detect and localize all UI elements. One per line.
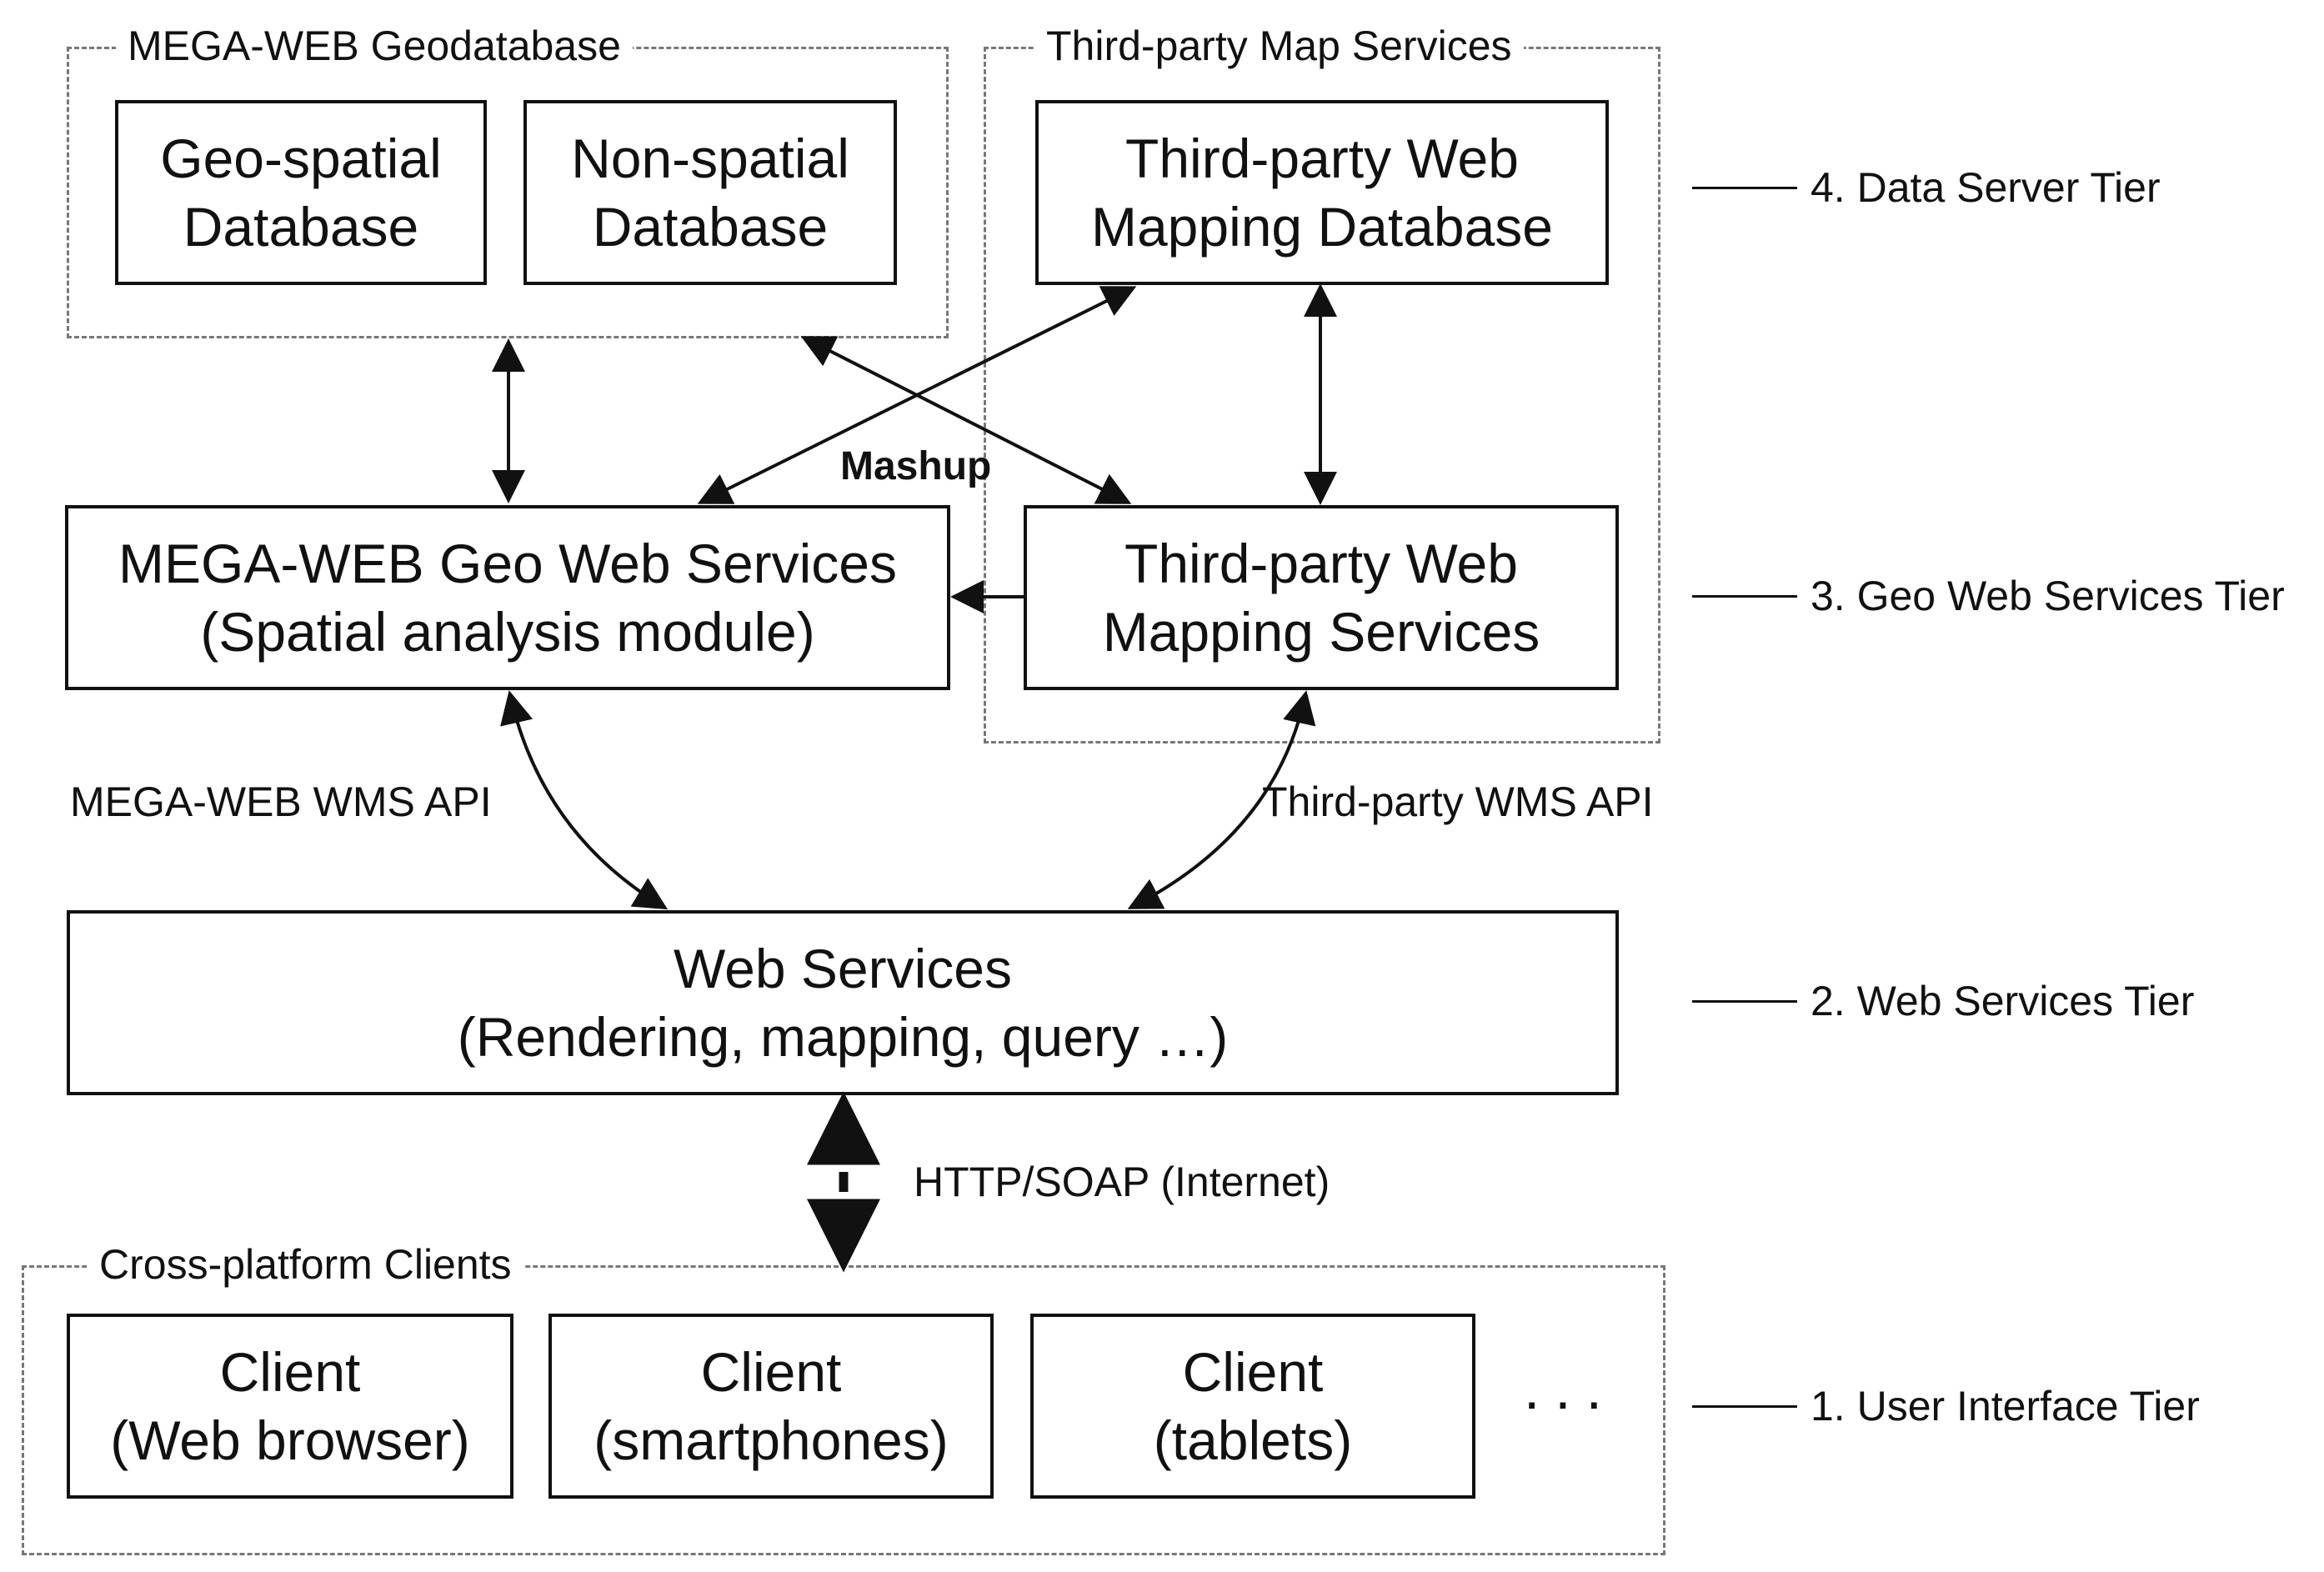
- third-party-group-label: Third-party Map Services: [1034, 21, 1524, 71]
- geospatial-database-line2: Database: [183, 196, 419, 258]
- megaweb-geo-web-services-box: MEGA-WEB Geo Web Services (Spatial analy…: [65, 505, 950, 690]
- client-browser-line1: Client: [219, 1341, 361, 1403]
- tp-mapping-services-line2: Mapping Services: [1102, 601, 1540, 663]
- client-tablets-box: Client (tablets): [1030, 1314, 1475, 1499]
- web-services-box: Web Services (Rendering, mapping, query …: [67, 910, 1619, 1095]
- nonspatial-database-line1: Non-spatial: [571, 128, 849, 189]
- megaweb-geo-ws-line1: MEGA-WEB Geo Web Services: [118, 533, 898, 594]
- clients-group-label: Cross-platform Clients: [88, 1239, 523, 1289]
- third-party-wms-api-arrow: [1127, 690, 1316, 909]
- geospatial-database-line1: Geo-spatial: [160, 128, 442, 189]
- tier-2-text: 2. Web Services Tier: [1811, 978, 2195, 1024]
- client-smartphones-box: Client (smartphones): [548, 1314, 994, 1499]
- client-web-browser-box: Client (Web browser): [67, 1314, 513, 1499]
- tier-2-label: 2. Web Services Tier: [1692, 977, 2194, 1025]
- client-tablets-line2: (tablets): [1153, 1409, 1353, 1471]
- client-browser-line2: (Web browser): [110, 1409, 470, 1471]
- tier-1-label: 1. User Interface Tier: [1692, 1382, 2200, 1430]
- megaweb-wms-api-arrow: [500, 690, 669, 910]
- tp-mapping-services-line1: Third-party Web: [1124, 533, 1518, 594]
- nonspatial-database-line2: Database: [592, 196, 829, 258]
- tier-4-label: 4. Data Server Tier: [1692, 163, 2161, 212]
- megaweb-geo-ws-line2: (Spatial analysis module): [200, 601, 815, 663]
- third-party-wms-api-label: Third-party WMS API: [1262, 778, 1654, 825]
- tier-3-tick: [1692, 594, 1797, 598]
- tp-mapping-database-line1: Third-party Web: [1125, 128, 1519, 189]
- geodb-tpservices-mashup-arrow: [800, 336, 1132, 504]
- tier-4-tick: [1692, 186, 1797, 189]
- web-services-line2: (Rendering, mapping, query …): [457, 1006, 1229, 1068]
- third-party-services-group: Third-party Map Services: [984, 21, 1660, 743]
- tier-2-tick: [1692, 999, 1797, 1003]
- tier-3-text: 3. Geo Web Services Tier: [1811, 573, 2285, 619]
- geodatabase-group: MEGA-WEB Geodatabase: [67, 21, 949, 338]
- tier-3-label: 3. Geo Web Services Tier: [1692, 572, 2285, 620]
- client-tablets-line1: Client: [1182, 1341, 1324, 1403]
- client-smartphones-line2: (smartphones): [594, 1409, 949, 1471]
- tier-1-text: 1. User Interface Tier: [1811, 1383, 2200, 1429]
- geospatial-database-box: Geo-spatial Database: [115, 100, 487, 285]
- third-party-mapping-services-box: Third-party Web Mapping Services: [1024, 505, 1619, 690]
- megaweb-wms-api-label: MEGA-WEB WMS API: [70, 778, 492, 825]
- client-smartphones-line1: Client: [700, 1341, 842, 1403]
- third-party-mapping-database-box: Third-party Web Mapping Database: [1035, 100, 1609, 285]
- nonspatial-database-box: Non-spatial Database: [523, 100, 897, 285]
- tier-4-text: 4. Data Server Tier: [1811, 164, 2161, 211]
- tier-1-tick: [1692, 1404, 1797, 1408]
- http-soap-label: HTTP/SOAP (Internet): [914, 1159, 1330, 1205]
- tp-mapping-database-line2: Mapping Database: [1090, 196, 1554, 258]
- web-services-line1: Web Services: [674, 938, 1012, 999]
- more-clients-ellipsis: ···: [1522, 1369, 1615, 1434]
- geodatabase-group-label: MEGA-WEB Geodatabase: [116, 21, 633, 71]
